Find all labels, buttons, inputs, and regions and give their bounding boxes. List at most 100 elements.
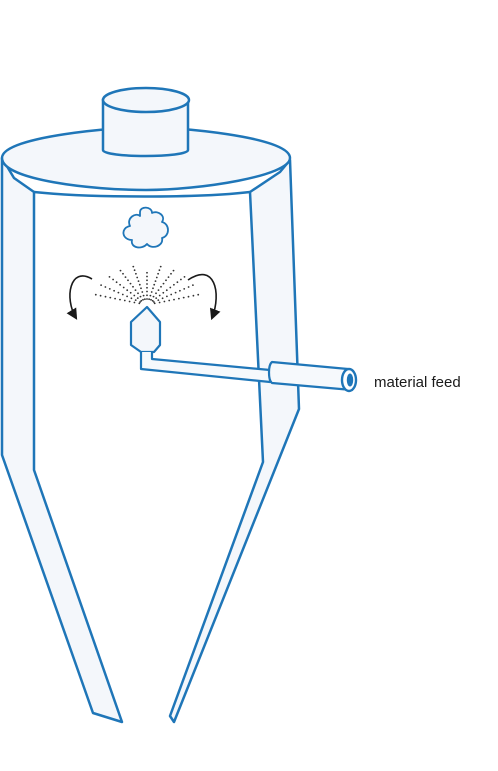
spray-dot [138, 283, 141, 286]
curved-arrow-left-icon [66, 275, 93, 320]
spray-dot [140, 299, 143, 302]
spray-dot [159, 265, 162, 268]
spray-dot [108, 288, 111, 290]
spray-dot [133, 301, 136, 304]
spray-dot [122, 272, 124, 275]
spray-dot [154, 280, 157, 282]
spray-dot [153, 302, 156, 305]
spray-dot [149, 294, 152, 297]
spray-dot [180, 278, 182, 281]
curved-arrow-right-icon [187, 273, 221, 321]
atomizer-nozzle [129, 305, 162, 354]
spray-dot [187, 295, 190, 298]
chamber-left-wall [0, 156, 124, 724]
spray-dot [152, 287, 154, 290]
spray-dot [160, 285, 162, 288]
spray-dot [126, 295, 128, 298]
spray-dot [162, 282, 165, 285]
spray-dot [174, 291, 177, 294]
spray-dot [158, 269, 161, 272]
feed-pipe-outer [267, 360, 354, 392]
spray-dot [139, 295, 142, 298]
spray-dot [115, 281, 118, 284]
spray-dot [153, 283, 156, 286]
spray-dot [129, 282, 132, 285]
spray-dot [128, 300, 131, 303]
spray-dot [146, 286, 148, 289]
spray-dot [168, 299, 171, 302]
spray-dot [141, 291, 144, 293]
spray-dot [132, 265, 135, 268]
chamber-inner-rim [33, 190, 251, 198]
spray-dot [112, 278, 114, 281]
spray-dot [170, 272, 172, 275]
spray-dot [165, 289, 168, 292]
spray-dot [122, 286, 125, 289]
spray-dot [166, 295, 168, 298]
spray-dot [142, 294, 145, 297]
spray-dot [144, 298, 146, 301]
spray-dot [165, 279, 167, 282]
spray-dot [140, 287, 142, 290]
spray-dot [133, 269, 136, 272]
spray-dot [134, 299, 137, 301]
spray-dot [161, 297, 164, 300]
spray-dot [100, 284, 102, 286]
spray-dot [142, 298, 144, 301]
spray-dot [136, 276, 139, 279]
exhaust-duct-top [101, 86, 191, 114]
spray-dot [132, 285, 134, 288]
material-feed-label: material feed [374, 374, 461, 391]
spray-dot [134, 289, 137, 291]
spray-dot [157, 272, 160, 275]
spray-dot [178, 297, 180, 300]
spray-dot [135, 272, 137, 275]
spray-dot [176, 281, 179, 284]
feed-pipe-bore [346, 373, 354, 387]
spray-dot [173, 283, 175, 286]
atomizer-spray [94, 265, 200, 305]
spray-dot [157, 299, 160, 301]
chamber-right-wall [168, 158, 301, 724]
spray-dot [137, 280, 140, 282]
spray-dot [137, 292, 139, 295]
exhaust-duct-body [101, 98, 190, 158]
spray-dot [123, 299, 126, 302]
spray-dot [146, 294, 148, 297]
spray-dot [114, 297, 116, 300]
spray-dot [157, 289, 160, 291]
spray-dot [108, 276, 111, 278]
spray-dot [130, 297, 133, 300]
spray-dot [162, 291, 165, 294]
spray-dot [170, 293, 173, 296]
spray-dot [153, 301, 155, 303]
spray-dot [183, 288, 186, 290]
spray-dot [133, 294, 136, 297]
spray-dot [146, 279, 148, 282]
spray-dot [126, 289, 129, 292]
spray-dot [192, 294, 195, 297]
spray-dot [173, 298, 175, 301]
feed-pipe-inner [139, 352, 272, 384]
spray-dot [113, 289, 115, 292]
spray-dot [183, 276, 186, 278]
spray-dot [146, 275, 148, 278]
spray-dot [192, 284, 194, 286]
spray-dot [155, 276, 158, 279]
spray-dot [104, 295, 107, 298]
spray-dot [121, 293, 124, 296]
spray-dot [148, 298, 151, 301]
spray-dot [99, 294, 102, 297]
spray-dot [139, 301, 142, 303]
spray-dot [136, 297, 139, 299]
spray-dot [127, 279, 129, 282]
spray-dot [179, 289, 181, 292]
spray-dot [155, 297, 158, 299]
spray-dot [119, 283, 121, 286]
spray-dot [138, 302, 141, 305]
spray-dot [150, 298, 152, 301]
spray-dot [119, 298, 121, 301]
spray-dot [146, 298, 148, 300]
spray-dot [152, 295, 155, 298]
